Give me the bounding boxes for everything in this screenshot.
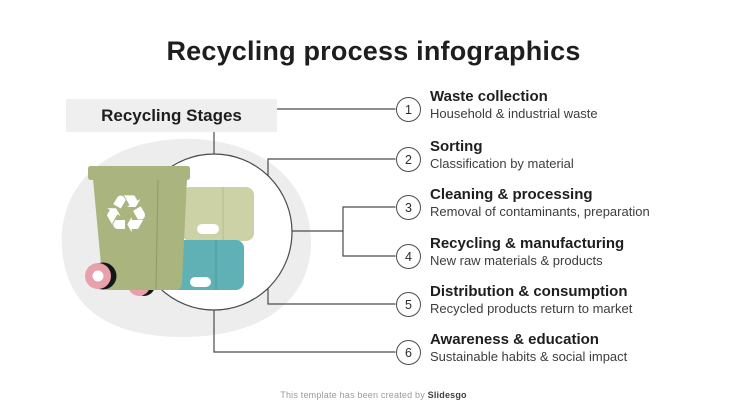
stage-title: Sorting <box>430 138 483 155</box>
recycling-stages-label: Recycling Stages <box>66 99 277 132</box>
bin-lid <box>88 166 190 180</box>
footer-credit: This template has been created by Slides… <box>0 390 747 400</box>
stage-item-5: 5 Distribution & consumption Recycled pr… <box>396 283 632 317</box>
connector-lines <box>213 108 396 353</box>
stage-text: Distribution & consumption Recycled prod… <box>430 283 632 317</box>
stage-description: Recycled products return to market <box>430 301 633 316</box>
stage-number-badge: 3 <box>396 195 421 220</box>
stage-item-6: 6 Awareness & education Sustainable habi… <box>396 331 627 365</box>
front-wheel <box>85 262 117 290</box>
stage-description: Removal of contaminants, preparation <box>430 204 650 219</box>
stage-text: Awareness & education Sustainable habits… <box>430 331 627 365</box>
stage-number-badge: 2 <box>396 147 421 172</box>
bin-seam <box>155 179 159 291</box>
teal-container <box>168 240 244 290</box>
stage-item-3: 3 Cleaning & processing Removal of conta… <box>396 186 650 220</box>
footer-text: This template has been created by <box>280 390 428 400</box>
stage-text: Waste collection Household & industrial … <box>430 88 598 122</box>
stage-text: Sorting Classification by material <box>430 138 574 172</box>
stage-description: Sustainable habits & social impact <box>430 349 628 364</box>
stage-item-4: 4 Recycling & manufacturing New raw mate… <box>396 235 624 269</box>
stage-number-badge: 4 <box>396 244 421 269</box>
stage-text: Recycling & manufacturing New raw materi… <box>430 235 624 269</box>
stage-item-2: 2 Sorting Classification by material <box>396 138 574 172</box>
stage-number-badge: 6 <box>396 340 421 365</box>
bin-body <box>93 179 187 290</box>
stage-title: Distribution & consumption <box>430 283 628 300</box>
sage-container <box>182 187 254 241</box>
stage-number-badge: 5 <box>396 292 421 317</box>
stage-description: Household & industrial waste <box>430 106 598 121</box>
stage-title: Cleaning & processing <box>430 186 593 203</box>
stage-text: Cleaning & processing Removal of contami… <box>430 186 650 220</box>
green-wheelie-bin: ♻ <box>88 166 190 291</box>
recycle-icon: ♻ <box>103 185 150 245</box>
stage-title: Awareness & education <box>430 331 599 348</box>
stage-description: Classification by material <box>430 156 574 171</box>
footer-brand: Slidesgo <box>427 390 467 400</box>
page-title: Recycling process infographics <box>166 36 581 66</box>
stage-item-1: 1 Waste collection Household & industria… <box>396 88 598 122</box>
stage-description: New raw materials & products <box>430 253 603 268</box>
stage-title: Waste collection <box>430 88 548 105</box>
stage-number-badge: 1 <box>396 97 421 122</box>
recycling-stages-label-text: Recycling Stages <box>101 106 242 125</box>
stage-title: Recycling & manufacturing <box>430 235 625 252</box>
